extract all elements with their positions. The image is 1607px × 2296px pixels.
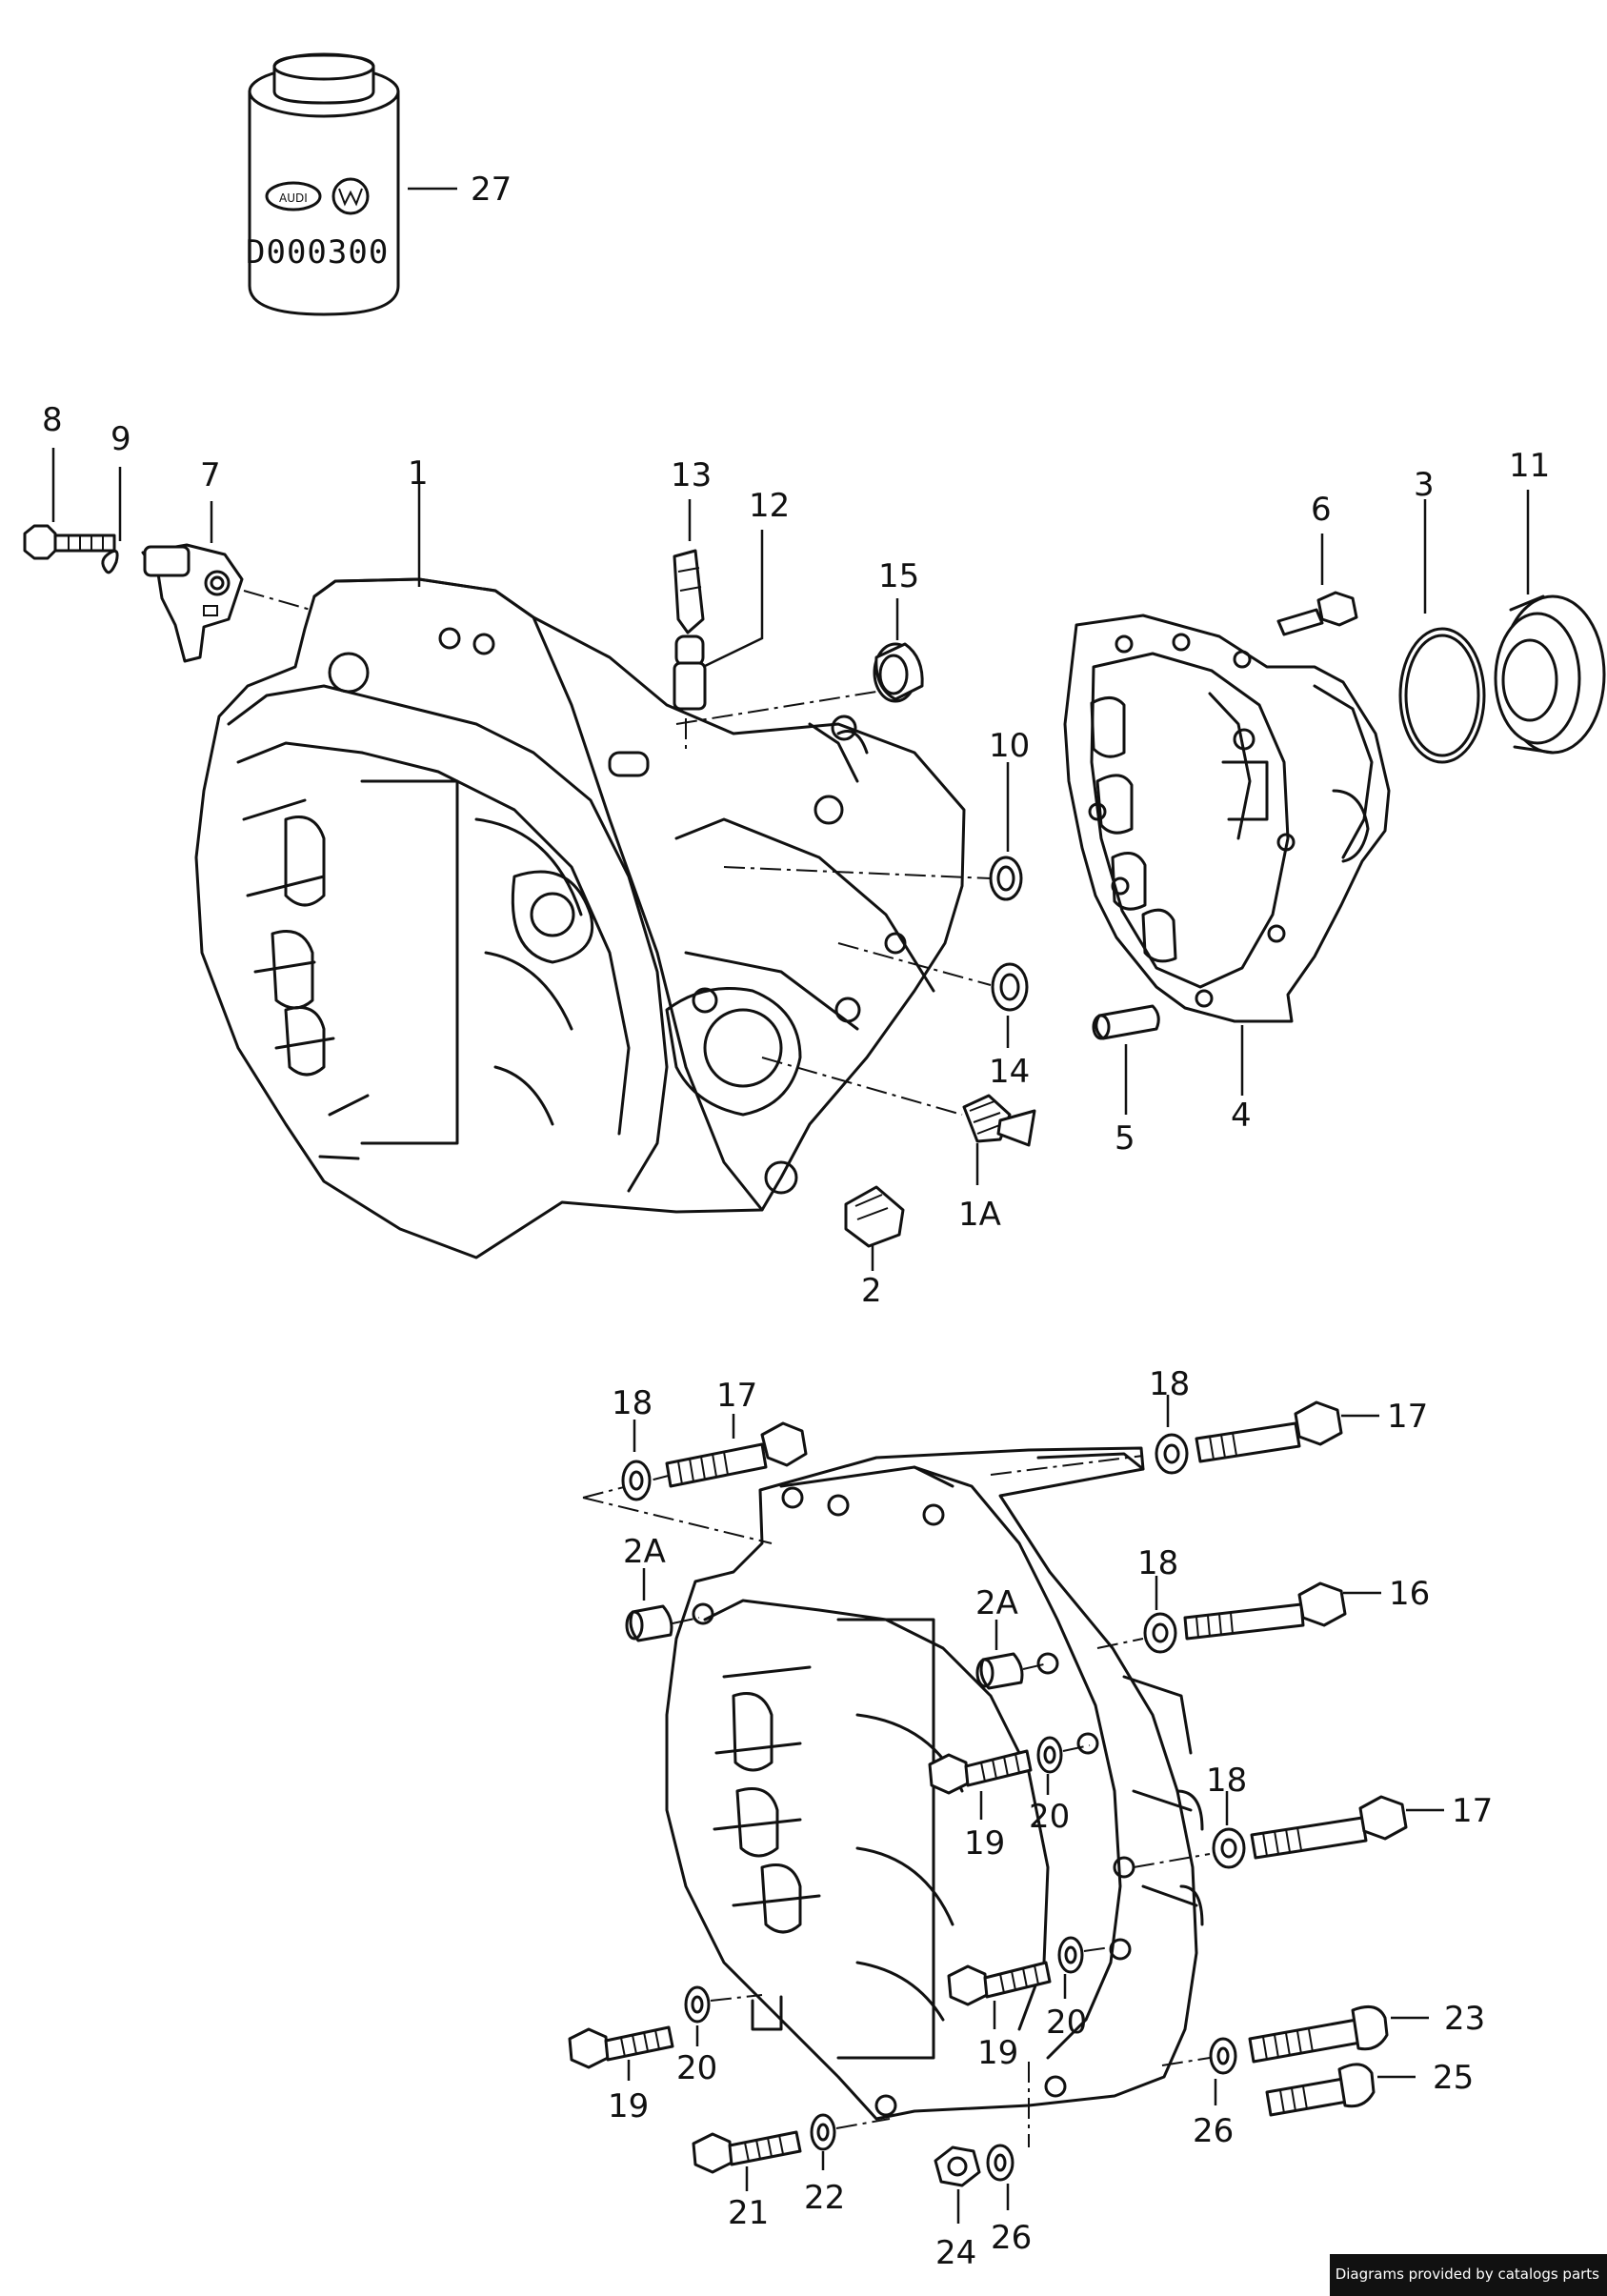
plug-2 xyxy=(844,1185,905,1248)
sleeve-5 xyxy=(1092,1004,1160,1040)
washer-18d xyxy=(1212,1827,1246,1869)
seal-11 xyxy=(1494,594,1606,755)
callout-3: 3 xyxy=(1414,466,1435,504)
callout-24: 24 xyxy=(935,2234,976,2272)
callout-17-c: 17 xyxy=(1452,1792,1493,1830)
seal-14 xyxy=(991,962,1029,1012)
callout-2A-a: 2A xyxy=(623,1533,666,1571)
washer-20c xyxy=(684,1985,711,2024)
callout-11: 11 xyxy=(1509,447,1550,485)
callout-20-b: 20 xyxy=(1046,2004,1087,2042)
can-product-code: D000300 xyxy=(246,233,389,272)
callout-21: 21 xyxy=(728,2194,769,2232)
credit-bar: Diagrams provided by catalogs parts xyxy=(1330,2254,1607,2296)
callout-2A-b: 2A xyxy=(975,1584,1018,1622)
washer-18a xyxy=(621,1460,652,1501)
end-cover-4 xyxy=(1063,614,1391,1023)
washer-26a xyxy=(1209,2037,1237,2075)
sender-7 xyxy=(141,543,244,663)
bolt-6 xyxy=(1276,591,1358,636)
svg-text:AUDI: AUDI xyxy=(279,191,308,205)
bolt-17a xyxy=(665,1421,808,1488)
callout-19-b: 19 xyxy=(977,2034,1018,2072)
callout-19-a: 19 xyxy=(964,1824,1005,1863)
callout-17-b: 17 xyxy=(1387,1398,1428,1436)
washer-18c xyxy=(1143,1612,1177,1654)
bolt-19b xyxy=(947,1961,1052,2006)
callout-22: 22 xyxy=(804,2179,845,2217)
pin-13 xyxy=(673,549,705,634)
bolt-19a xyxy=(928,1749,1033,1795)
callout-16: 16 xyxy=(1389,1575,1430,1613)
washer-20a xyxy=(1036,1736,1063,1774)
credit-text: Diagrams provided by catalogs parts xyxy=(1335,2266,1599,2283)
bolt-25 xyxy=(1265,2063,1376,2117)
callout-9: 9 xyxy=(110,420,131,458)
o-ring-3 xyxy=(1398,627,1486,764)
callout-20-a: 20 xyxy=(1029,1798,1070,1836)
callout-1: 1 xyxy=(408,454,429,493)
callout-6: 6 xyxy=(1311,491,1332,529)
gearbox-housing-1 xyxy=(194,577,966,1259)
callout-5: 5 xyxy=(1115,1119,1135,1158)
callout-17-a: 17 xyxy=(716,1377,757,1415)
seal-15 xyxy=(873,642,924,703)
callout-18-d: 18 xyxy=(1206,1762,1247,1800)
bolt-8 xyxy=(23,524,116,560)
callout-19-c: 19 xyxy=(608,2087,649,2125)
seal-10 xyxy=(989,856,1023,901)
callout-25: 25 xyxy=(1433,2059,1474,2097)
callout-8: 8 xyxy=(42,401,63,439)
bolt-23 xyxy=(1248,2004,1389,2064)
washer-26b xyxy=(986,2144,1014,2182)
bolt-16 xyxy=(1183,1581,1347,1641)
sleeve-2A-left xyxy=(625,1604,673,1642)
bolt-21 xyxy=(692,2130,802,2174)
callout-15: 15 xyxy=(878,557,919,595)
callout-26-a: 26 xyxy=(1193,2112,1234,2150)
callout-18-b: 18 xyxy=(1149,1365,1190,1403)
callout-23: 23 xyxy=(1444,2000,1485,2038)
callout-4: 4 xyxy=(1231,1097,1252,1135)
callout-7: 7 xyxy=(200,456,221,494)
callout-1A: 1A xyxy=(958,1196,1001,1234)
callout-27: 27 xyxy=(471,171,512,209)
bolt-17c xyxy=(1250,1795,1408,1860)
callout-14: 14 xyxy=(989,1053,1030,1091)
callout-10: 10 xyxy=(989,727,1030,765)
washer-20b xyxy=(1057,1936,1084,1974)
sealant-can: AUDI D000300 xyxy=(246,52,400,316)
callout-13: 13 xyxy=(671,456,712,494)
callout-20-c: 20 xyxy=(676,2049,717,2087)
plunger-12 xyxy=(673,634,707,711)
washer-9 xyxy=(101,549,119,574)
nut-24 xyxy=(934,2145,981,2187)
callout-26-b: 26 xyxy=(991,2219,1032,2257)
washer-22 xyxy=(810,2113,836,2151)
callout-12: 12 xyxy=(749,487,790,525)
washer-18b xyxy=(1155,1433,1189,1475)
bolt-17b xyxy=(1195,1400,1343,1463)
sender-1A xyxy=(962,1094,1036,1147)
sleeve-2A-right xyxy=(975,1652,1024,1690)
callout-2: 2 xyxy=(861,1272,882,1310)
callout-18-c: 18 xyxy=(1137,1544,1178,1582)
bolt-19c xyxy=(568,2025,674,2069)
callout-18-a: 18 xyxy=(612,1384,653,1422)
